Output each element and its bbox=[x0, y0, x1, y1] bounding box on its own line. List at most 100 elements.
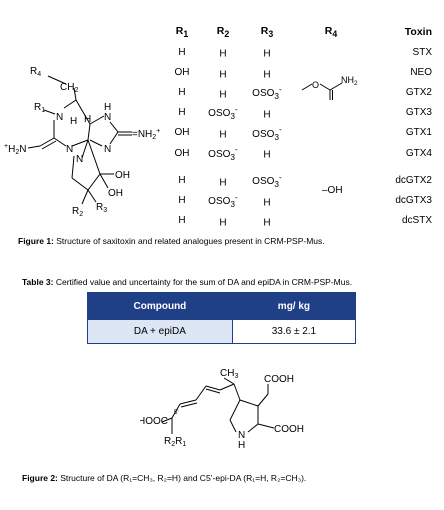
five-prime-label: 5' bbox=[174, 410, 178, 416]
r2-cell: OSO3- bbox=[208, 144, 238, 162]
table-row: H H OSO3- dcGTX2 bbox=[162, 170, 438, 190]
r1-cell: H bbox=[178, 86, 186, 98]
toxin-cell: dcGTX2 bbox=[395, 174, 432, 186]
domoic-acid-structure: CH3 COOH COOH HOOC 5' R2R1 N H bbox=[140, 368, 304, 451]
r2-label: R2 bbox=[72, 206, 83, 218]
n1-label: N bbox=[56, 112, 63, 123]
header-r1: R1 bbox=[175, 24, 189, 40]
r3-cell: H bbox=[263, 109, 271, 121]
r2-label: R2R1 bbox=[164, 436, 186, 448]
r2-cell: H bbox=[219, 48, 227, 60]
toxin-cell: GTX3 bbox=[405, 107, 432, 119]
ch2-label: CH2 bbox=[60, 82, 78, 94]
n4-label: N bbox=[66, 144, 73, 155]
toxin-cell: STX bbox=[412, 46, 432, 58]
table-header-row: R1 R2 R3 R4 Toxin bbox=[162, 22, 438, 42]
r4-cell bbox=[290, 103, 372, 123]
header-compound: Compound bbox=[87, 292, 233, 320]
r1-cell: H bbox=[178, 107, 186, 119]
header-r2: R2 bbox=[216, 24, 230, 40]
r4-cell bbox=[290, 42, 372, 62]
h2nplus-label: +H2N bbox=[4, 143, 26, 156]
subscript-three: 3 bbox=[274, 131, 280, 142]
r3-cell: H bbox=[263, 217, 271, 229]
n3-label: N bbox=[104, 144, 111, 155]
toxin-cell: GTX2 bbox=[405, 86, 432, 98]
h3-label: H bbox=[104, 102, 111, 113]
toxin-cell: dcSTX bbox=[401, 215, 432, 227]
r3-cell: OSO3- bbox=[252, 124, 282, 142]
r4-cell bbox=[290, 211, 372, 231]
table-row: DA + epiDA 33.6 ± 2.1 bbox=[87, 319, 357, 344]
r1-cell: OH bbox=[174, 127, 190, 139]
subscript-three: 3 bbox=[230, 111, 236, 122]
carbamate-nh2-label: NH2 bbox=[341, 75, 358, 87]
header-r3: R3 bbox=[260, 24, 274, 40]
h1-label: H bbox=[70, 116, 77, 127]
carbamate-group-structure: O NH2 bbox=[301, 75, 358, 100]
toxin-cell: NEO bbox=[410, 66, 432, 78]
r3-label: R3 bbox=[96, 202, 107, 214]
hooc-label: HOOC bbox=[140, 416, 168, 427]
cooh-ring-label: COOH bbox=[274, 424, 304, 435]
h-label: H bbox=[238, 440, 245, 451]
r1-cell: OH bbox=[174, 147, 190, 159]
r1-label: R1 bbox=[34, 102, 45, 114]
cooh-top-label: COOH bbox=[264, 374, 294, 385]
ch3-label: CH3 bbox=[220, 368, 238, 380]
header-r4: R4 bbox=[324, 24, 338, 40]
r3-cell: H bbox=[263, 149, 271, 161]
table-row: H OSO3- H GTX3 bbox=[162, 103, 438, 123]
table-spacer bbox=[162, 163, 438, 170]
r1-cell: H bbox=[178, 174, 186, 186]
header-mg-kg: mg/ kg bbox=[231, 292, 357, 320]
r2-cell: H bbox=[219, 129, 227, 141]
r2-cell: H bbox=[219, 89, 227, 101]
toxin-cell: GTX4 bbox=[405, 147, 432, 159]
toxin-cell: dcGTX3 bbox=[395, 194, 432, 206]
r2-cell: OSO3- bbox=[208, 103, 238, 122]
toxin-cell: GTX1 bbox=[405, 127, 432, 139]
r1-cell: H bbox=[178, 215, 186, 227]
nh2plus-label: =NH2+ bbox=[132, 128, 160, 141]
r4-cell bbox=[290, 143, 372, 163]
figure1-caption: Figure 1: Structure of saxitoxin and rel… bbox=[18, 236, 325, 246]
r3-cell: H bbox=[263, 197, 271, 209]
h2-label: H bbox=[84, 114, 91, 125]
saxitoxin-structure: R4 CH2 R1 N H H H N =NH2+ N N N +H2N OH … bbox=[4, 66, 160, 218]
compound-cell: DA + epiDA bbox=[87, 319, 233, 344]
certified-value-table: Compound mg/ kg DA + epiDA 33.6 ± 2.1 bbox=[87, 292, 357, 344]
subscript-three: 3 bbox=[230, 151, 236, 162]
r3-cell: H bbox=[263, 48, 271, 60]
r3-cell: H bbox=[263, 68, 271, 80]
value-cell: 33.6 ± 2.1 bbox=[231, 319, 357, 344]
table3-caption: Table 3: Certified value and uncertainty… bbox=[22, 277, 353, 287]
r2-cell: H bbox=[219, 176, 227, 188]
oh2-label: OH bbox=[108, 188, 123, 199]
subscript-three: 3 bbox=[274, 178, 280, 189]
r4-cell bbox=[290, 123, 372, 143]
r1-cell: OH bbox=[174, 66, 190, 78]
n2-label: N bbox=[104, 112, 111, 123]
table-row: H H OSO3- GTX2 bbox=[162, 82, 438, 102]
table-header-row: Compound mg/ kg bbox=[87, 292, 357, 320]
r2-cell: H bbox=[219, 217, 227, 229]
oh1-label: OH bbox=[115, 170, 130, 181]
n-label: N bbox=[238, 430, 245, 441]
r3-cell: OSO3- bbox=[252, 171, 282, 189]
r2-cell: H bbox=[219, 68, 227, 80]
r4-decarbamoyl-oh: –OH bbox=[322, 185, 343, 196]
r1-cell: H bbox=[178, 194, 186, 206]
r4-label: R4 bbox=[30, 66, 41, 78]
figure2-caption: Figure 2: Structure of DA (R₁=CH₃, R₂=H)… bbox=[22, 473, 307, 483]
r3-cell: OSO3- bbox=[252, 83, 282, 102]
r2-cell: OSO3- bbox=[208, 191, 238, 210]
table-row: OH OSO3- H GTX4 bbox=[162, 143, 438, 163]
table-row: OH H OSO3- GTX1 bbox=[162, 123, 438, 143]
header-toxin: Toxin bbox=[404, 26, 432, 38]
subscript-three: 3 bbox=[230, 199, 236, 210]
